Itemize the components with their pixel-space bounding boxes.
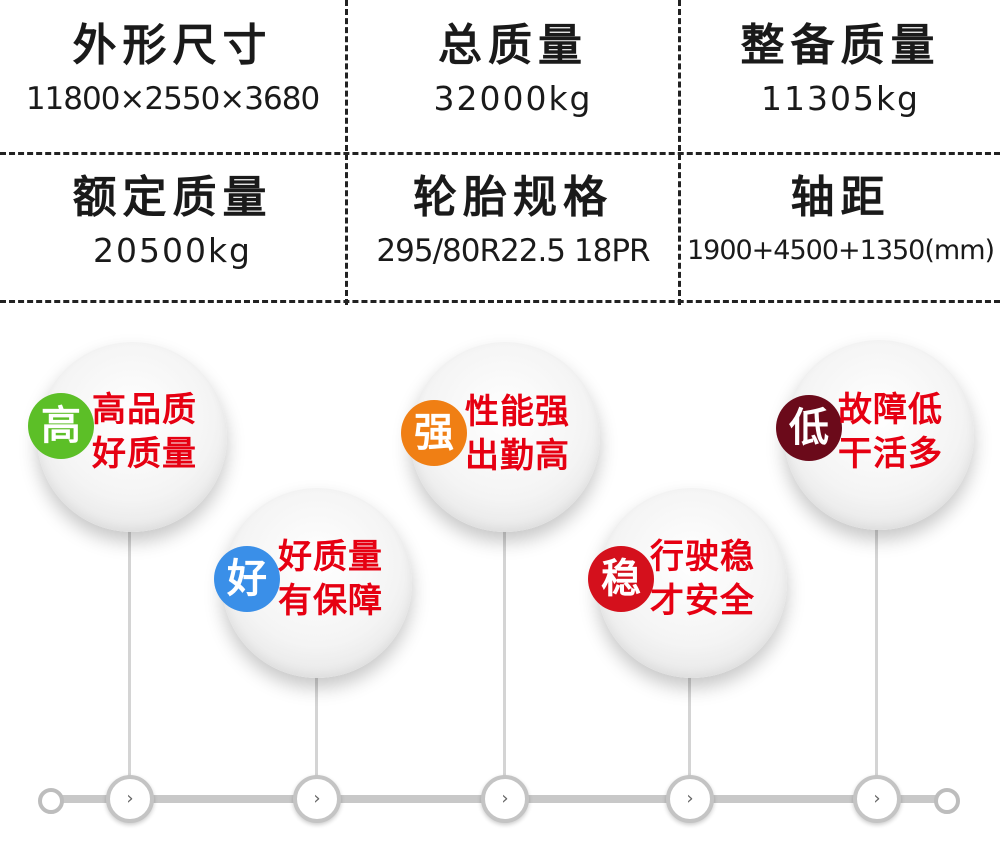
stem-line — [128, 520, 131, 782]
feature-line: 才安全 — [650, 581, 755, 621]
spec-label: 轴距 — [790, 172, 891, 223]
spec-cell-rated-mass: 额定质量 20500kg — [0, 174, 345, 270]
spec-value: 32000kg — [433, 79, 593, 118]
spec-value: 11800×2550×3680 — [25, 81, 320, 117]
feature-line: 有保障 — [278, 581, 383, 621]
table-divider-bottom — [0, 300, 1000, 303]
timeline-start-dot — [38, 788, 64, 814]
feature-line: 高品质 — [92, 390, 197, 430]
feature-line: 出勤高 — [465, 436, 570, 476]
table-divider-col1 — [345, 0, 348, 305]
feature-line: 性能强 — [465, 392, 570, 432]
spec-cell-dimensions: 外形尺寸 11800×2550×3680 — [0, 22, 345, 118]
spec-value: 11305kg — [760, 79, 921, 118]
spec-label: 整备质量 — [740, 20, 941, 71]
stem-line — [315, 672, 318, 782]
stem-line — [503, 530, 506, 782]
stem-line — [688, 672, 691, 782]
feature-text: 高品质 好质量 — [92, 388, 197, 476]
stem-line — [875, 525, 878, 782]
spec-label: 总质量 — [438, 20, 588, 71]
feature-badge: 好 — [214, 546, 280, 612]
spec-label: 外形尺寸 — [72, 20, 273, 71]
feature-line: 好质量 — [92, 434, 197, 474]
spec-value: 1900+4500+1350(mm) — [686, 235, 995, 266]
feature-line: 好质量 — [278, 537, 383, 577]
table-divider-col2 — [678, 0, 681, 305]
table-divider-middle — [0, 152, 1000, 155]
timeline-end-dot — [934, 788, 960, 814]
spec-cell-tire-spec: 轮胎规格 295/80R22.5 18PR — [348, 174, 678, 270]
feature-badge: 强 — [401, 400, 467, 466]
feature-badge: 稳 — [588, 546, 654, 612]
feature-badge: 低 — [776, 395, 842, 461]
feature-text: 性能强 出勤高 — [465, 390, 570, 478]
chevron-right-icon[interactable]: › — [293, 775, 341, 823]
spec-value: 295/80R22.5 18PR — [376, 233, 650, 269]
feature-badge: 高 — [28, 393, 94, 459]
feature-line: 干活多 — [838, 434, 943, 474]
spec-value: 20500kg — [92, 231, 253, 270]
spec-cell-curb-mass: 整备质量 11305kg — [681, 22, 1000, 118]
chevron-right-icon[interactable]: › — [666, 775, 714, 823]
feature-line: 故障低 — [838, 390, 943, 430]
spec-cell-total-mass: 总质量 32000kg — [348, 22, 678, 118]
chevron-right-icon[interactable]: › — [853, 775, 901, 823]
spec-cell-wheelbase: 轴距 1900+4500+1350(mm) — [681, 174, 1000, 270]
chevron-right-icon[interactable]: › — [481, 775, 529, 823]
feature-line: 行驶稳 — [650, 537, 755, 577]
spec-label: 额定质量 — [72, 172, 273, 223]
spec-table: 外形尺寸 11800×2550×3680 总质量 32000kg 整备质量 11… — [0, 0, 1000, 305]
feature-text: 故障低 干活多 — [838, 388, 943, 476]
spec-label: 轮胎规格 — [413, 172, 613, 223]
feature-text: 行驶稳 才安全 — [650, 535, 755, 623]
feature-text: 好质量 有保障 — [278, 535, 383, 623]
chevron-right-icon[interactable]: › — [106, 775, 154, 823]
